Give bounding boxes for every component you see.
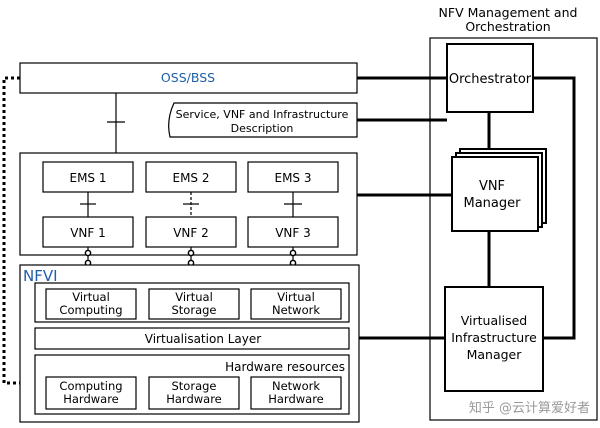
vnf-box-3 xyxy=(247,216,339,248)
orchestrator-box xyxy=(446,43,534,113)
watermark: 知乎 @云计算爱好者 xyxy=(469,400,590,416)
virtual-computing-line1: Virtual xyxy=(72,290,110,304)
ems-label-2: EMS 2 xyxy=(172,171,209,185)
ems-vnf-column-3: EMS 3 VNF 3 xyxy=(247,161,339,248)
network-hardware: Network Hardware xyxy=(250,376,342,410)
virtual-storage: Virtual Storage xyxy=(148,288,240,320)
vnf-label-2: VNF 2 xyxy=(173,226,209,240)
vnf-box-2 xyxy=(145,216,237,248)
network-hardware-line1: Network xyxy=(272,379,320,393)
virtual-computing-line2: Computing xyxy=(59,303,122,317)
computing-hardware-box xyxy=(45,376,137,410)
oss-bss-label: OSS/BSS xyxy=(161,70,215,85)
computing-hardware: Computing Hardware xyxy=(45,376,137,410)
nfv-mano-title-line1: NFV Management and xyxy=(439,5,578,20)
nfvi-label: NFVI xyxy=(23,267,58,285)
virtual-network-line1: Virtual xyxy=(277,290,315,304)
description-line1: Service, VNF and Infrastructure xyxy=(176,108,349,121)
description-line2: Description xyxy=(231,122,294,135)
ems-label-1: EMS 1 xyxy=(69,171,106,185)
virtual-network: Virtual Network xyxy=(250,288,342,320)
hardware-resources-label: Hardware resources xyxy=(225,360,345,374)
storage-hardware-line2: Hardware xyxy=(166,392,222,406)
vnf-label-1: VNF 1 xyxy=(70,226,106,240)
virtualisation-layer-label: Virtualisation Layer xyxy=(145,332,261,346)
storage-hardware-box xyxy=(148,376,240,410)
vnf-box-1 xyxy=(42,216,134,248)
virtual-storage-line2: Storage xyxy=(172,303,217,317)
orch-vim-link xyxy=(533,76,576,340)
virtual-computing-box xyxy=(45,288,137,320)
description-box xyxy=(168,102,358,138)
vnf-manager-label-line1: VNF xyxy=(479,179,505,194)
ems-vnf-column-1: EMS 1 VNF 1 xyxy=(42,161,134,248)
virtual-storage-line1: Virtual xyxy=(175,290,213,304)
ems-box-1 xyxy=(42,161,134,193)
nfv-mano-title-line2: Orchestration xyxy=(465,19,550,34)
vnf-nfvi-knob-1a xyxy=(84,249,92,257)
vnf-nfvi-knob-2a xyxy=(187,249,195,257)
ems-box-3 xyxy=(247,161,339,193)
virtual-computing: Virtual Computing xyxy=(45,288,137,320)
virtual-network-line2: Network xyxy=(272,303,320,317)
storage-hardware: Storage Hardware xyxy=(148,376,240,410)
storage-hardware-line1: Storage xyxy=(172,379,217,393)
virtual-network-box xyxy=(250,288,342,320)
vim-label-line2: Infrastructure xyxy=(451,330,537,345)
computing-hardware-line2: Hardware xyxy=(63,392,119,406)
vnf-nfvi-knob-3a xyxy=(289,249,297,257)
vim-label-line3: Manager xyxy=(467,347,523,362)
virtual-storage-box xyxy=(148,288,240,320)
oss-bss-box xyxy=(19,62,358,94)
ems-label-3: EMS 3 xyxy=(274,171,311,185)
vnf-manager-label-line2: Manager xyxy=(464,196,522,211)
vim-label-line1: Virtualised xyxy=(461,313,527,328)
computing-hardware-line1: Computing xyxy=(59,379,122,393)
vnf-nfvi-links xyxy=(84,247,297,270)
vnf-manager-box xyxy=(451,156,539,232)
virtualisation-layer-box xyxy=(34,327,350,350)
orchestrator-label: Orchestrator xyxy=(449,72,532,87)
network-hardware-line2: Hardware xyxy=(268,392,324,406)
vnf-label-3: VNF 3 xyxy=(275,226,311,240)
ems-box-2 xyxy=(145,161,237,193)
vim-box xyxy=(444,286,544,392)
oss-hardware-dotted-link xyxy=(2,76,34,385)
network-hardware-box xyxy=(250,376,342,410)
ems-vnf-column-2: EMS 2 VNF 2 xyxy=(145,161,237,248)
